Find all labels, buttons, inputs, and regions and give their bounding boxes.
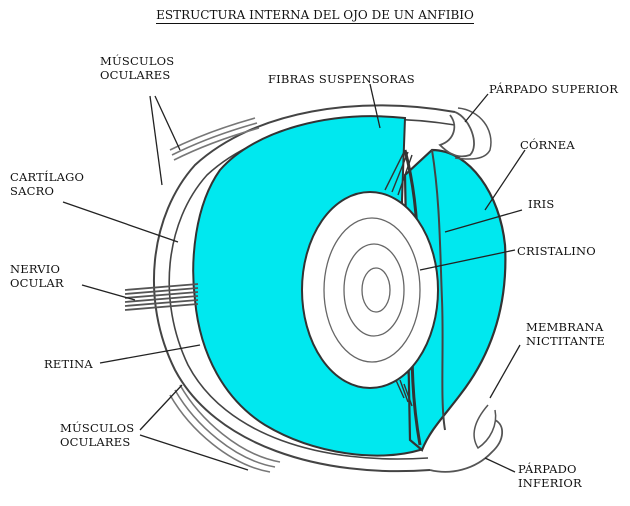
label-cartilago-sacro: CARTÍLAGO SACRO <box>10 170 84 198</box>
label-parpado-superior: PÁRPADO SUPERIOR <box>489 82 618 96</box>
nictitating-membrane <box>474 405 495 448</box>
label-parpado-inferior: PÁRPADO INFERIOR <box>518 462 582 490</box>
label-nervio-ocular: NERVIO OCULAR <box>10 262 64 290</box>
label-fibras-suspensoras: FIBRAS SUSPENSORAS <box>268 72 415 86</box>
label-membrana-nictitante: MEMBRANA NICTITANTE <box>526 320 605 348</box>
upper-eyelid <box>440 112 474 156</box>
label-musculos-inferior: MÚSCULOS OCULARES <box>60 421 134 449</box>
optic-nerve <box>125 284 198 310</box>
crystalline-lens <box>302 192 438 388</box>
label-retina: RETINA <box>44 357 93 371</box>
label-iris: IRIS <box>528 197 554 211</box>
label-cornea: CÓRNEA <box>520 138 575 152</box>
label-musculos-superior: MÚSCULOS OCULARES <box>100 54 174 82</box>
label-cristalino: CRISTALINO <box>517 244 596 258</box>
